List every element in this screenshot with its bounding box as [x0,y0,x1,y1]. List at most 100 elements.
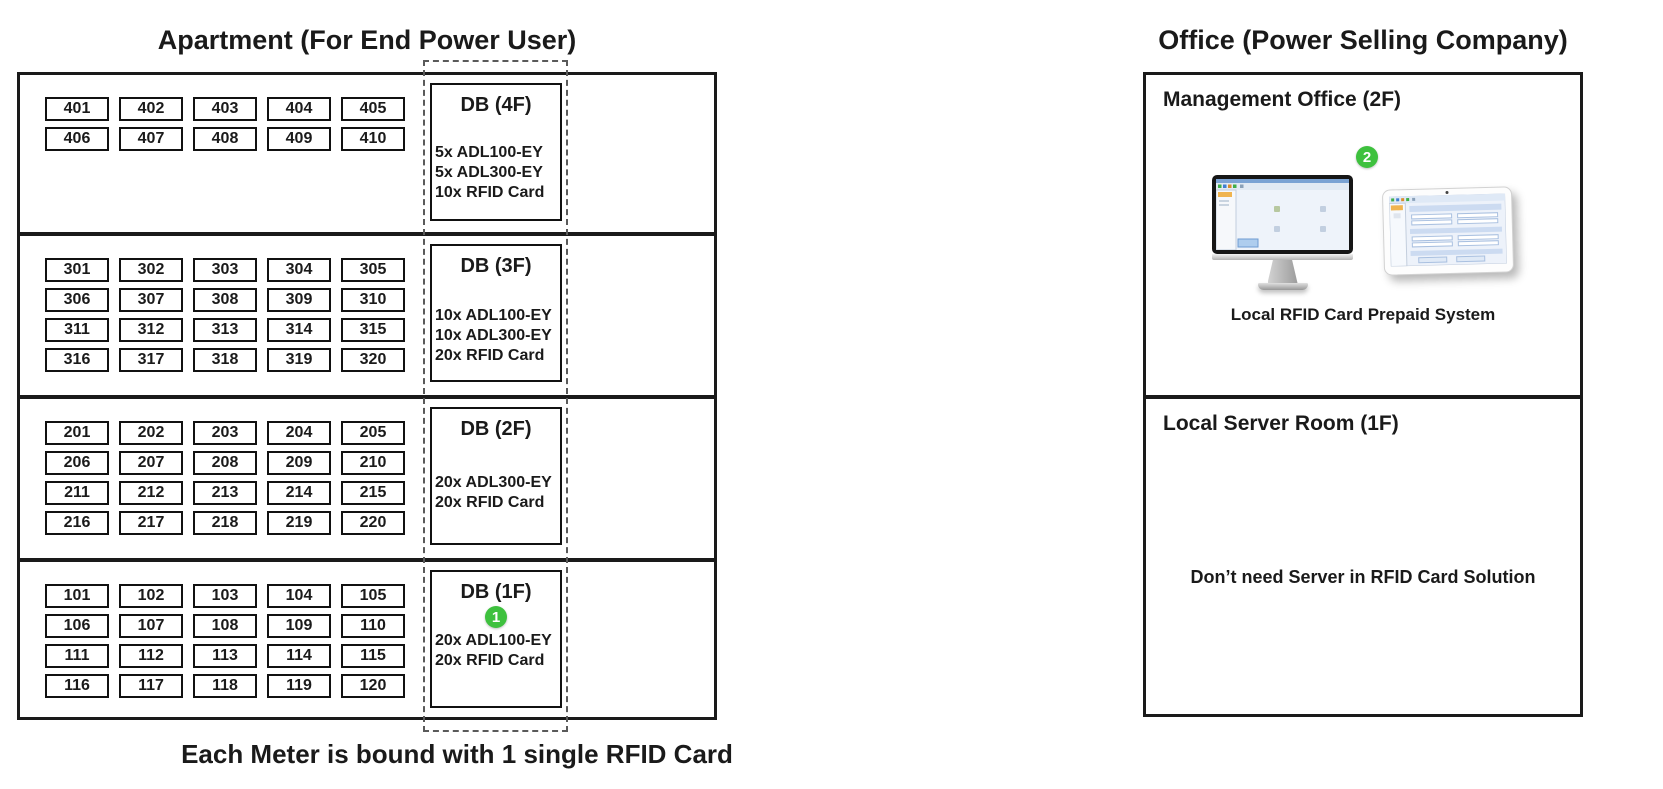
monitor-stand-neck [1267,260,1298,283]
management-office-heading: Management Office (2F) [1163,88,1402,111]
room-box: 216 [45,511,109,535]
monitor-screen [1212,175,1353,254]
room-box: 404 [267,97,331,121]
room-box: 112 [119,644,183,668]
room-box: 211 [45,481,109,505]
room-box: 320 [341,348,405,372]
room-box: 306 [45,288,109,312]
apartment-building-box: 401 402 403 404 405 406 407 408 409 410 DB (4F) 5x … [17,72,717,720]
tablet-screen-mock [1388,192,1508,268]
db-title-1f: DB (1F) [460,581,532,603]
room-box: 405 [341,97,405,121]
room-box: 111 [45,644,109,668]
step-badge-1: 1 [485,606,507,628]
room-box: 301 [45,258,109,282]
room-box: 307 [119,288,183,312]
room-box: 407 [119,127,183,151]
tablet-camera-dot [1445,190,1449,195]
room-box: 220 [341,511,405,535]
db-title-3f: DB (3F) [460,255,532,277]
server-room-section: Local Server Room (1F) Don’t need Server… [1146,395,1580,714]
room-box: 213 [193,481,257,505]
db-box-1f: DB (1F) 1 20x ADL100-EY 20x RFID Card [430,570,562,708]
room-box: 309 [267,288,331,312]
room-box: 402 [119,97,183,121]
room-box: 403 [193,97,257,121]
room-box: 203 [193,421,257,445]
room-box: 308 [193,288,257,312]
room-box: 315 [341,318,405,342]
db-title-2f: DB (2F) [460,418,532,440]
room-grid-4f: 401 402 403 404 405 406 407 408 409 410 [45,97,405,151]
room-box: 201 [45,421,109,445]
room-box: 107 [119,614,183,638]
management-office-section: Management Office (2F) 2 [1146,75,1580,395]
monitor-stand-base [1257,283,1308,290]
db-line: 20x RFID Card [435,494,545,511]
room-box: 302 [119,258,183,282]
room-box: 117 [119,674,183,698]
monitor-screen-mock [1215,179,1349,251]
db-line: 10x ADL300-EY [435,327,552,344]
room-box: 207 [119,451,183,475]
room-box: 105 [341,584,405,608]
apartment-title: Apartment (For End Power User) [157,25,577,55]
room-box: 316 [45,348,109,372]
db-title-4f: DB (4F) [460,94,532,116]
desktop-computer [1212,175,1353,290]
server-room-heading: Local Server Room (1F) [1163,412,1399,435]
office-title: Office (Power Selling Company) [1158,25,1568,55]
room-box: 217 [119,511,183,535]
db-line: 20x ADL100-EY [435,632,552,649]
room-box: 118 [193,674,257,698]
room-box: 410 [341,127,405,151]
office-building-box: Management Office (2F) 2 [1143,72,1583,717]
room-box: 409 [267,127,331,151]
room-box: 103 [193,584,257,608]
room-box: 210 [341,451,405,475]
room-box: 401 [45,97,109,121]
room-box: 319 [267,348,331,372]
room-box: 209 [267,451,331,475]
room-box: 205 [341,421,405,445]
apartment-floors: 401 402 403 404 405 406 407 408 409 410 DB (4F) 5x … [20,75,714,717]
monitor-chin [1212,254,1353,260]
room-box: 218 [193,511,257,535]
room-box: 219 [267,511,331,535]
room-box: 212 [119,481,183,505]
db-line: 5x ADL100-EY [435,144,543,161]
room-box: 114 [267,644,331,668]
db-line: 20x RFID Card [435,652,545,669]
room-box: 305 [341,258,405,282]
room-box: 312 [119,318,183,342]
floor-section-4f: 401 402 403 404 405 406 407 408 409 410 DB (4F) 5x … [20,75,714,232]
room-box: 109 [267,614,331,638]
server-room-note: Don’t need Server in RFID Card Solution [1190,567,1536,587]
room-box: 101 [45,584,109,608]
room-box: 113 [193,644,257,668]
room-box: 102 [119,584,183,608]
db-lines-1f: 20x ADL100-EY 20x RFID Card [432,631,560,671]
room-box: 311 [45,318,109,342]
room-box: 215 [341,481,405,505]
room-box: 408 [193,127,257,151]
room-box: 204 [267,421,331,445]
step-badge-2: 2 [1356,146,1378,168]
room-box: 406 [45,127,109,151]
room-box: 214 [267,481,331,505]
tablet-device [1381,186,1515,276]
db-line: 5x ADL300-EY [435,164,543,181]
room-box: 119 [267,674,331,698]
room-box: 313 [193,318,257,342]
